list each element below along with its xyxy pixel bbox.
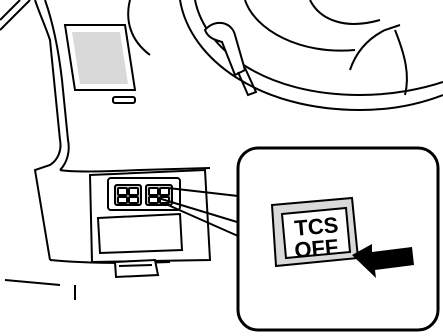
- steering-wheel: [128, 0, 443, 110]
- switch-panel: [90, 170, 210, 277]
- off-label: OFF: [293, 234, 339, 263]
- tcs-off-button: TCS OFF: [272, 198, 358, 266]
- dashboard-panel: [0, 0, 210, 300]
